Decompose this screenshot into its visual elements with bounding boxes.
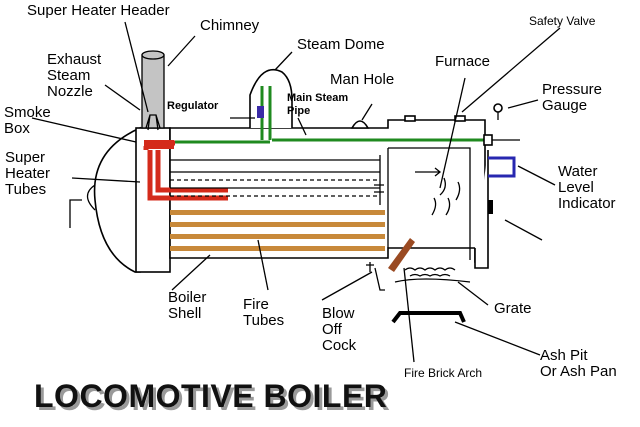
label-regulator: Regulator <box>167 100 219 112</box>
super-heater-header <box>144 140 174 149</box>
fire-brick-arch <box>388 238 415 272</box>
label-main-steam-pipe-2: Pipe <box>287 105 310 117</box>
label-pressure-gauge-1: Pressure <box>542 81 602 98</box>
tube-plate <box>374 155 384 205</box>
ash-pan <box>391 311 466 324</box>
label-blow-off-cock-2: Off <box>322 321 343 338</box>
man-hole <box>350 120 370 129</box>
label-water-level-indicator-1: Water <box>558 163 597 180</box>
label-blow-off-cock-3: Cock <box>322 337 357 354</box>
exhaust-nozzle <box>145 114 161 131</box>
label-super-heater-header: Super Heater Header <box>27 2 170 19</box>
label-fire-brick-arch: Fire Brick Arch <box>404 366 482 380</box>
leader-lines <box>31 21 561 363</box>
page-title: LOCOMOTIVE BOILER <box>34 378 387 414</box>
regulator <box>257 106 264 118</box>
smoke-box-lever <box>69 199 82 228</box>
label-man-hole: Man Hole <box>330 71 394 88</box>
flue-tubes <box>170 159 380 197</box>
label-super-heater-tubes-1: Super <box>5 149 45 166</box>
smoke-box-handle <box>86 184 96 211</box>
label-fire-tubes-2: Tubes <box>243 312 284 329</box>
chimney <box>141 54 165 129</box>
chimney-top <box>141 50 165 60</box>
steam-arrows <box>415 167 461 216</box>
label-exhaust-steam-nozzle-1: Exhaust <box>47 51 102 68</box>
label-chimney: Chimney <box>200 17 260 34</box>
label-pressure-gauge-2: Gauge <box>542 97 587 114</box>
firebox-inner <box>387 147 471 260</box>
pressure-gauge-dial <box>493 103 503 113</box>
grate <box>394 267 471 283</box>
label-smoke-box-2: Box <box>4 120 30 137</box>
water-level-indicator <box>488 156 516 178</box>
label-water-level-indicator-3: Indicator <box>558 195 616 212</box>
label-smoke-box-1: Smoke <box>4 104 51 121</box>
firedoor-handle <box>488 200 493 214</box>
fire-tubes <box>170 210 385 251</box>
label-water-level-indicator-2: Level <box>558 179 594 196</box>
label-grate: Grate <box>494 300 532 317</box>
label-blow-off-cock-1: Blow <box>322 305 355 322</box>
label-boiler-shell-2: Shell <box>168 305 201 322</box>
label-super-heater-tubes-3: Tubes <box>5 181 46 198</box>
label-boiler-shell-1: Boiler <box>168 289 206 306</box>
title-shadow: LOCOMOTIVE BOILER <box>37 381 390 417</box>
label-super-heater-tubes-2: Heater <box>5 165 50 182</box>
safety-valve-2 <box>454 115 466 122</box>
label-safety-valve: Safety Valve <box>529 14 596 28</box>
safety-valve-1 <box>404 115 416 122</box>
smoke-box-door <box>93 126 141 273</box>
throttle-handle <box>483 134 493 146</box>
label-exhaust-steam-nozzle-2: Steam <box>47 67 90 84</box>
label-fire-tubes-1: Fire <box>243 296 269 313</box>
blow-off-cock <box>366 262 385 291</box>
label-ash-pit-2: Or Ash Pan <box>540 363 617 380</box>
label-exhaust-steam-nozzle-3: Nozzle <box>47 83 93 100</box>
label-main-steam-pipe-1: Main Steam <box>287 92 348 104</box>
label-ash-pit-1: Ash Pit <box>540 347 588 364</box>
label-steam-dome: Steam Dome <box>297 36 385 53</box>
label-furnace: Furnace <box>435 53 490 70</box>
